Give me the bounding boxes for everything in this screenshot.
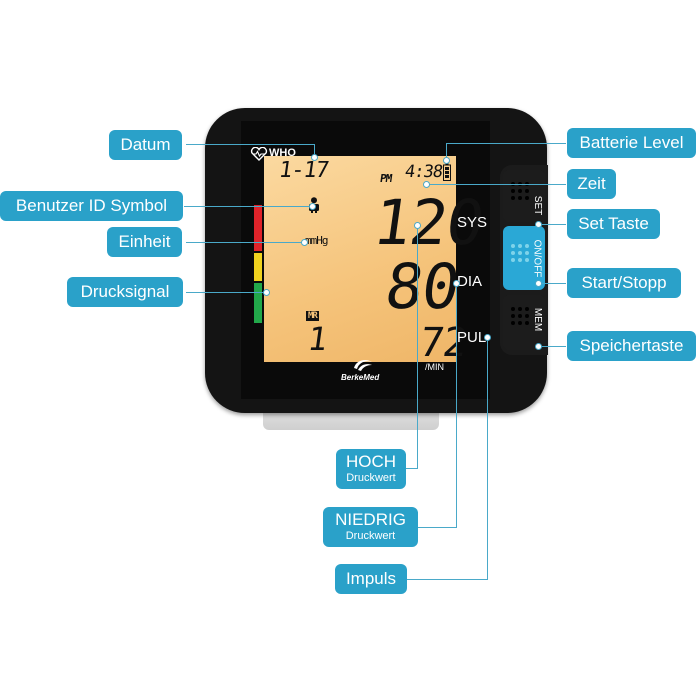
callout-impuls: Impuls xyxy=(335,564,407,594)
marker-datum xyxy=(311,154,318,161)
callout-benutzer-id: Benutzer ID Symbol xyxy=(0,191,183,221)
callout-niedrig-sub: Druckwert xyxy=(345,530,396,543)
brand-name: BerkeMed xyxy=(341,373,380,382)
leader-benutzer xyxy=(184,206,312,207)
callout-start-stopp: Start/Stopp xyxy=(567,268,681,298)
battery-icon xyxy=(443,163,451,181)
callout-niedrig-main: NIEDRIG xyxy=(335,510,406,530)
callout-hoch: HOCH Druckwert xyxy=(336,449,406,489)
marker-impuls xyxy=(484,334,491,341)
callout-drucksignal: Drucksignal xyxy=(67,277,183,307)
sys-label: SYS xyxy=(457,214,488,231)
callout-hoch-main: HOCH xyxy=(345,452,397,472)
marker-einheit xyxy=(301,239,308,246)
leader-datum-v xyxy=(314,144,315,158)
leader-zeit xyxy=(426,184,566,185)
unit-label: mmHg xyxy=(305,234,328,247)
marker-set xyxy=(535,221,542,228)
leader-start-stopp xyxy=(538,283,566,284)
marker-speicher xyxy=(535,343,542,350)
leader-hoch-h xyxy=(406,468,418,469)
on-off-button-grip xyxy=(511,244,529,262)
leader-batterie xyxy=(446,143,566,144)
marker-drucksignal xyxy=(263,289,270,296)
callout-datum: Datum xyxy=(109,130,182,160)
brand-logo-icon xyxy=(354,360,372,371)
leader-datum xyxy=(186,144,314,145)
per-min-label: /MIN xyxy=(425,362,444,372)
mem-button-label: MEM xyxy=(532,307,544,332)
on-off-button[interactable] xyxy=(503,226,545,290)
pressure-bar-yellow xyxy=(254,253,262,281)
pul-label: PUL xyxy=(457,329,487,346)
leader-niedrig-v xyxy=(456,283,457,527)
leader-einheit xyxy=(186,242,304,243)
leader-set xyxy=(538,224,566,225)
heart-icon xyxy=(250,147,268,161)
callout-batterie-level: Batterie Level xyxy=(567,128,696,158)
pressure-bar-red xyxy=(254,205,262,251)
leader-hoch-v xyxy=(417,225,418,468)
set-button-label: SET xyxy=(532,195,544,216)
callout-zeit: Zeit xyxy=(567,169,616,199)
leader-speicher xyxy=(538,346,566,347)
mem-button[interactable] xyxy=(503,295,545,350)
callout-hoch-sub: Druckwert xyxy=(346,472,396,485)
callout-set-taste: Set Taste xyxy=(567,209,660,239)
callout-einheit: Einheit xyxy=(107,227,182,257)
marker-hoch xyxy=(414,222,421,229)
set-button[interactable] xyxy=(503,170,545,222)
leader-batterie-v xyxy=(446,143,447,161)
leader-niedrig-h xyxy=(418,527,457,528)
leader-impuls-h xyxy=(406,579,488,580)
lcd-screen xyxy=(264,156,456,362)
date-display: 1-17 xyxy=(277,158,330,183)
marker-start-stopp xyxy=(535,280,542,287)
dia-label: DIA xyxy=(457,273,483,290)
marker-benutzer xyxy=(309,203,316,210)
pm-indicator: PM xyxy=(379,172,393,185)
dia-value: 80 xyxy=(380,250,464,323)
marker-niedrig xyxy=(453,280,460,287)
time-display: 4:38 xyxy=(403,162,444,182)
on-off-button-label: ON/OFF xyxy=(531,239,543,278)
leader-impuls-v xyxy=(487,337,488,579)
marker-batterie xyxy=(443,157,450,164)
callout-speichertaste: Speichertaste xyxy=(567,331,696,361)
mem-button-grip xyxy=(511,307,529,325)
leader-drucksignal xyxy=(186,292,266,293)
callout-niedrig: NIEDRIG Druckwert xyxy=(323,507,418,547)
pressure-bar-green xyxy=(254,283,262,323)
marker-zeit xyxy=(423,181,430,188)
mr-indicator: MR xyxy=(306,311,319,321)
